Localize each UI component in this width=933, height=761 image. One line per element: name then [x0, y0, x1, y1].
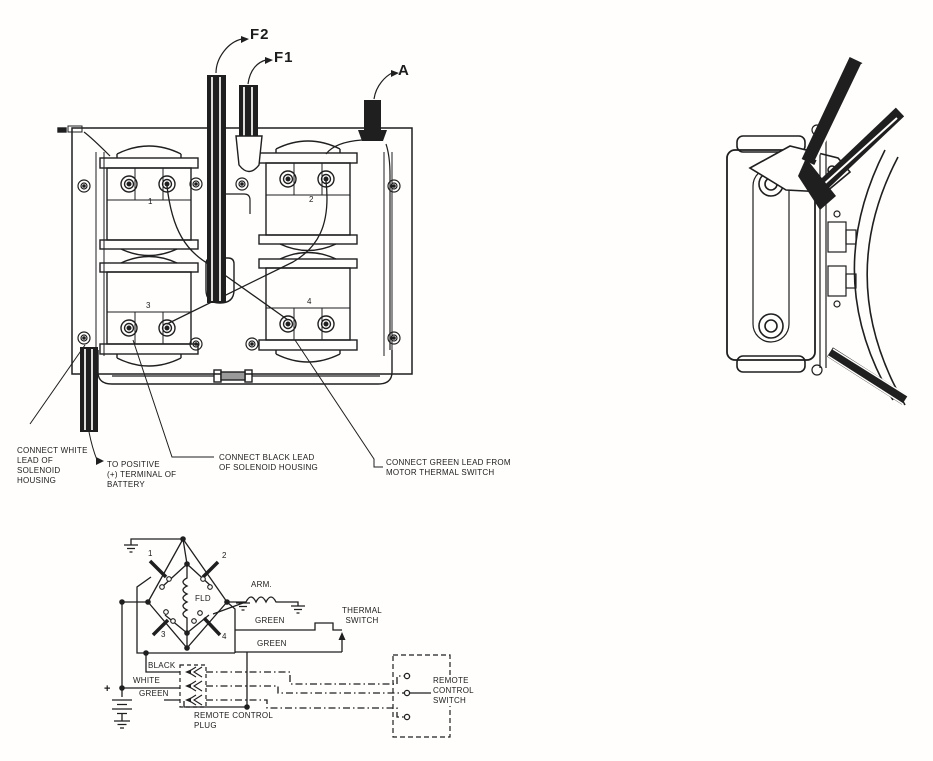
- label-a: A: [398, 62, 410, 79]
- callout-leaders: [29, 339, 383, 468]
- cable-f1: [235, 85, 263, 173]
- junction-dots: [119, 536, 250, 710]
- callout-black-lead: CONNECT BLACK LEAD OF SOLENOID HOUSING: [219, 453, 318, 472]
- solenoid-3: [99, 255, 199, 367]
- ground-symbol-top: [124, 538, 183, 553]
- jumper-wire-2-3: [166, 180, 328, 325]
- solenoid-4: [258, 251, 358, 363]
- label-green-plug-wire: GREEN: [139, 689, 169, 698]
- armature-coil: [227, 596, 305, 614]
- solenoid-assembly-top-view: [29, 36, 413, 468]
- label-armature: ARM.: [251, 580, 272, 589]
- remote-control-plug: [179, 664, 207, 708]
- cable-f2: [207, 75, 226, 303]
- label-black-wire: BLACK: [148, 661, 176, 670]
- inline-fuse: [213, 369, 253, 383]
- solenoid-4-number: 4: [307, 297, 312, 306]
- bridge-circuit: [121, 538, 236, 697]
- callout-positive-terminal: TO POSITIVE (+) TERMINAL OF BATTERY: [107, 460, 177, 489]
- battery-symbol: [112, 699, 132, 729]
- label-field-coil: FLD: [195, 594, 211, 603]
- ground-symbol-mid: [212, 602, 250, 615]
- label-thermal-switch: THERMAL SWITCH: [342, 606, 382, 625]
- label-white-wire: WHITE: [133, 676, 161, 685]
- label-green-top: GREEN: [255, 616, 285, 625]
- schematic-switch-3: 3: [161, 630, 166, 639]
- solenoid-2-number: 2: [309, 195, 314, 204]
- callout-green-lead: CONNECT GREEN LEAD FROM MOTOR THERMAL SW…: [386, 458, 511, 477]
- solenoid-1-number: 1: [148, 197, 153, 206]
- thermal-switch-symbol: [235, 622, 346, 653]
- callout-white-lead: CONNECT WHITE LEAD OF SOLENOID HOUSING: [17, 446, 88, 485]
- solenoid-pack-side-view: [726, 57, 909, 406]
- label-green-mid: GREEN: [257, 639, 287, 648]
- schematic-switch-4: 4: [222, 632, 227, 641]
- cable-label-leaders: [215, 36, 399, 100]
- field-coil-symbol: [182, 564, 189, 648]
- schematic-switch-2: 2: [222, 551, 227, 560]
- winch-drum-arc: [853, 149, 894, 401]
- solenoid-3-number: 3: [146, 301, 151, 310]
- remote-cable-runs: [206, 671, 404, 718]
- solenoid-2: [258, 140, 358, 252]
- label-f1: F1: [274, 49, 294, 66]
- side-view-cables: [798, 57, 909, 405]
- label-remote-control-plug: REMOTE CONTROL PLUG: [194, 711, 274, 730]
- battery-cable: [80, 347, 98, 432]
- wiring-schematic: [112, 536, 451, 738]
- label-remote-control-switch: REMOTE CONTROL SWITCH: [432, 676, 475, 706]
- schematic-switch-1: 1: [148, 549, 153, 558]
- label-battery-plus: +: [104, 683, 111, 695]
- cable-a: [358, 100, 387, 141]
- label-f2: F2: [250, 26, 270, 43]
